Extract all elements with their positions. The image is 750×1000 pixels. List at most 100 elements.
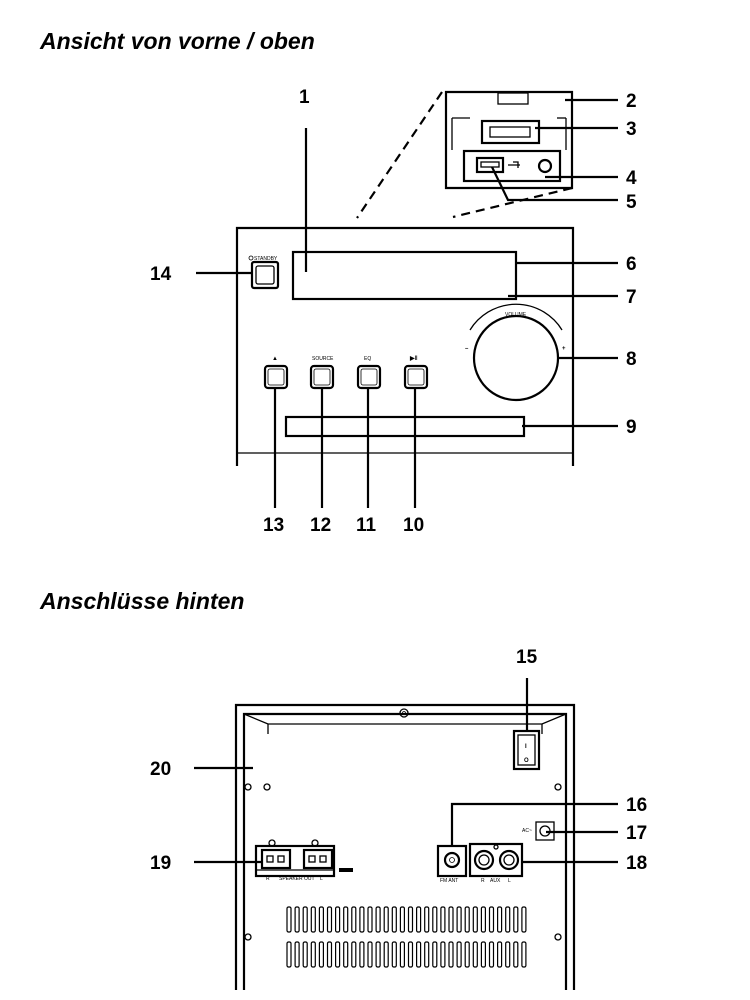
vent-slot <box>375 941 381 968</box>
front-leader-lines <box>196 98 618 508</box>
speaker-out-label: SPEAKER OUT <box>279 876 315 882</box>
vent-slot <box>367 941 373 968</box>
standby-button <box>250 260 280 290</box>
callout-14: 14 <box>150 264 172 285</box>
speaker-l-label: L <box>320 876 323 882</box>
vent-slot <box>407 941 414 968</box>
callout-7: 7 <box>626 287 637 308</box>
screw <box>554 783 562 791</box>
aux-label: AUX <box>490 878 501 884</box>
vent-slot <box>456 941 462 968</box>
callout-15: 15 <box>516 647 538 668</box>
vent-slot <box>310 906 316 933</box>
vent-slot <box>318 941 324 968</box>
volume-knob <box>472 314 560 402</box>
speaker-r-terminal <box>260 848 292 870</box>
rear-unit: I O AC~ FM ANT R AUX L R SPEAKER OUT <box>234 703 576 990</box>
usb-port <box>475 156 505 174</box>
screw <box>554 933 562 941</box>
vent-slot <box>472 906 478 933</box>
callout-1: 1 <box>299 87 310 108</box>
volume-label: VOLUME <box>505 312 527 318</box>
callout-9: 9 <box>626 417 637 438</box>
vent-slot <box>391 906 397 933</box>
vent-slot <box>513 941 519 968</box>
display-window <box>291 250 518 301</box>
vent-slot <box>343 906 349 933</box>
front-body-outline <box>235 226 575 466</box>
vent-slot <box>399 906 405 933</box>
vent-slot <box>505 941 511 968</box>
aux-panel <box>468 842 524 878</box>
vent-slot <box>424 906 430 933</box>
vent-slot <box>432 941 438 968</box>
vent-slot <box>505 906 511 933</box>
vent-slot <box>302 941 308 968</box>
speaker-r-label: R <box>266 876 270 882</box>
vent-slot <box>335 941 341 968</box>
vent-slot <box>359 906 365 933</box>
rear-body-outline <box>234 703 576 990</box>
vent-slot <box>440 941 446 968</box>
callout-2: 2 <box>626 91 637 112</box>
vent-slot <box>343 941 349 968</box>
standby-label: STANDBY <box>254 256 278 262</box>
vent-slot <box>383 941 389 968</box>
callout-11: 11 <box>356 515 377 536</box>
vent-slot <box>326 941 333 968</box>
callout-17: 17 <box>626 823 647 844</box>
vent-slot <box>488 941 495 968</box>
vent-slot <box>448 906 454 933</box>
vent-slot <box>416 906 422 933</box>
callout-20: 20 <box>150 759 171 780</box>
vent-slot <box>424 941 430 968</box>
vent-slot <box>521 906 527 933</box>
vent-slot <box>294 941 300 968</box>
vent-slot <box>302 906 308 933</box>
vent-slot <box>480 906 486 933</box>
vent-slot <box>383 906 389 933</box>
front-view-heading: Ansicht von vorne / oben <box>40 28 315 54</box>
vent-slot <box>286 941 292 968</box>
vent-slot <box>318 906 324 933</box>
vent-slot <box>351 941 357 968</box>
callout-13: 13 <box>263 515 284 536</box>
vent-slot <box>326 906 333 933</box>
vent-slot <box>497 906 503 933</box>
vent-slot <box>448 941 454 968</box>
vent-slot <box>286 906 292 933</box>
vent-slot <box>351 906 357 933</box>
volume-plus: + <box>562 346 566 352</box>
switch-off-mark: O <box>524 758 529 764</box>
vent-slot <box>480 941 486 968</box>
screw <box>244 783 252 791</box>
screw <box>399 708 409 718</box>
rear-view-heading: Anschlüsse hinten <box>40 588 245 614</box>
dock-dashed-right <box>452 186 573 219</box>
callout-3: 3 <box>626 119 637 140</box>
vent-slot <box>513 906 519 933</box>
callout-6: 6 <box>626 254 637 275</box>
ac-label: AC~ <box>522 828 532 834</box>
vent-slot <box>294 906 300 933</box>
ventilation-slots <box>286 906 527 968</box>
vent-slot <box>399 941 405 968</box>
fm-antenna-socket <box>436 844 468 878</box>
vent-slot <box>488 906 495 933</box>
headphone-jack <box>537 158 553 174</box>
switch-on-mark: I <box>525 744 527 750</box>
vent-slot <box>375 906 381 933</box>
vent-slot <box>310 941 316 968</box>
aux-r-label: R <box>481 878 485 884</box>
screw <box>244 933 252 941</box>
callout-10: 10 <box>403 515 424 536</box>
dock-dashed-left <box>356 91 443 219</box>
aux-r-jack <box>473 849 495 871</box>
callout-18: 18 <box>626 853 647 874</box>
vent-slot <box>464 906 470 933</box>
play-pause-icon: ▶‖ <box>409 355 418 362</box>
vent-slot <box>359 941 365 968</box>
speaker-l-terminal <box>302 848 334 870</box>
dock-detail: usb-icon <box>444 90 574 190</box>
